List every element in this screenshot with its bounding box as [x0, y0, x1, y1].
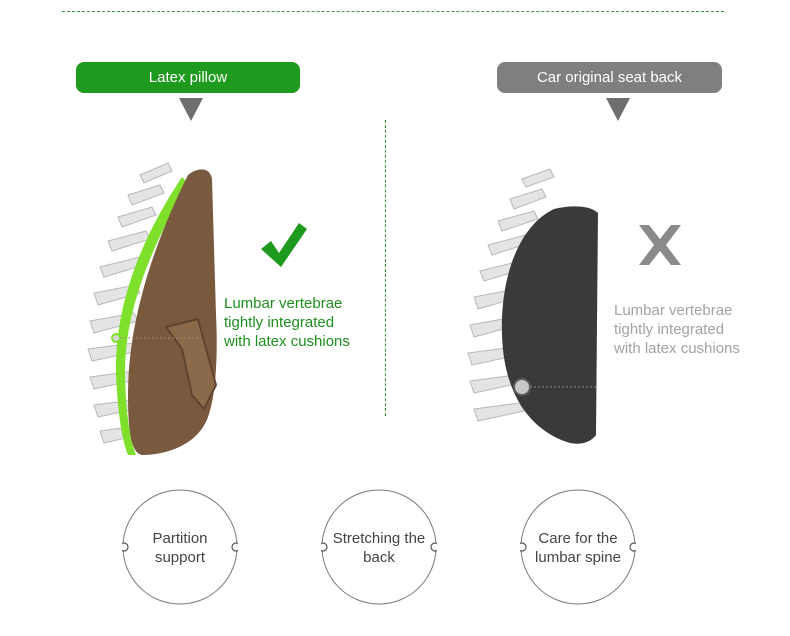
triangle-down-icon: [179, 98, 203, 121]
left-caption-line: Lumbar vertebrae: [224, 295, 343, 312]
car-seat-label: Car original seat back: [497, 62, 722, 93]
feature-text: Care for the: [538, 530, 618, 547]
feature-ring-lumbar: [520, 489, 636, 605]
car-seat-illustration: [467, 168, 598, 444]
left-caption-line: with latex cushions: [224, 333, 350, 350]
right-caption-line: with latex cushions: [614, 340, 740, 357]
right-caption-line: tightly integrated: [614, 321, 725, 338]
latex-pillow-illustration: [87, 162, 218, 455]
feature-label-stretching: Stretching the back: [321, 529, 437, 567]
top-dashed-rule: [62, 11, 724, 12]
latex-pillow-label: Latex pillow: [76, 62, 300, 93]
right-caption: Lumbar vertebrae tightly integrated with…: [614, 301, 740, 358]
feature-label-partition: Partition support: [122, 529, 238, 567]
check-icon: [261, 223, 307, 267]
feature-text: Stretching the: [332, 530, 426, 547]
feature-text: back: [363, 549, 395, 566]
feature-ring-partition: [122, 489, 238, 605]
feature-text: support: [154, 549, 206, 566]
left-caption-line: tightly integrated: [224, 314, 335, 331]
pillow-strap: [164, 317, 218, 411]
triangle-down-icon: [606, 98, 630, 121]
right-caption-line: Lumbar vertebrae: [614, 302, 733, 319]
latex-layer: [115, 177, 188, 455]
feature-ring-stretching: [321, 489, 437, 605]
feature-text: lumbar spine: [535, 549, 621, 566]
center-divider: [385, 120, 386, 416]
left-caption: Lumbar vertebrae tightly integrated with…: [224, 294, 350, 351]
x-icon: [639, 225, 681, 265]
feature-text: Partition: [152, 530, 208, 547]
feature-label-lumbar: Care for the lumbar spine: [520, 529, 636, 567]
